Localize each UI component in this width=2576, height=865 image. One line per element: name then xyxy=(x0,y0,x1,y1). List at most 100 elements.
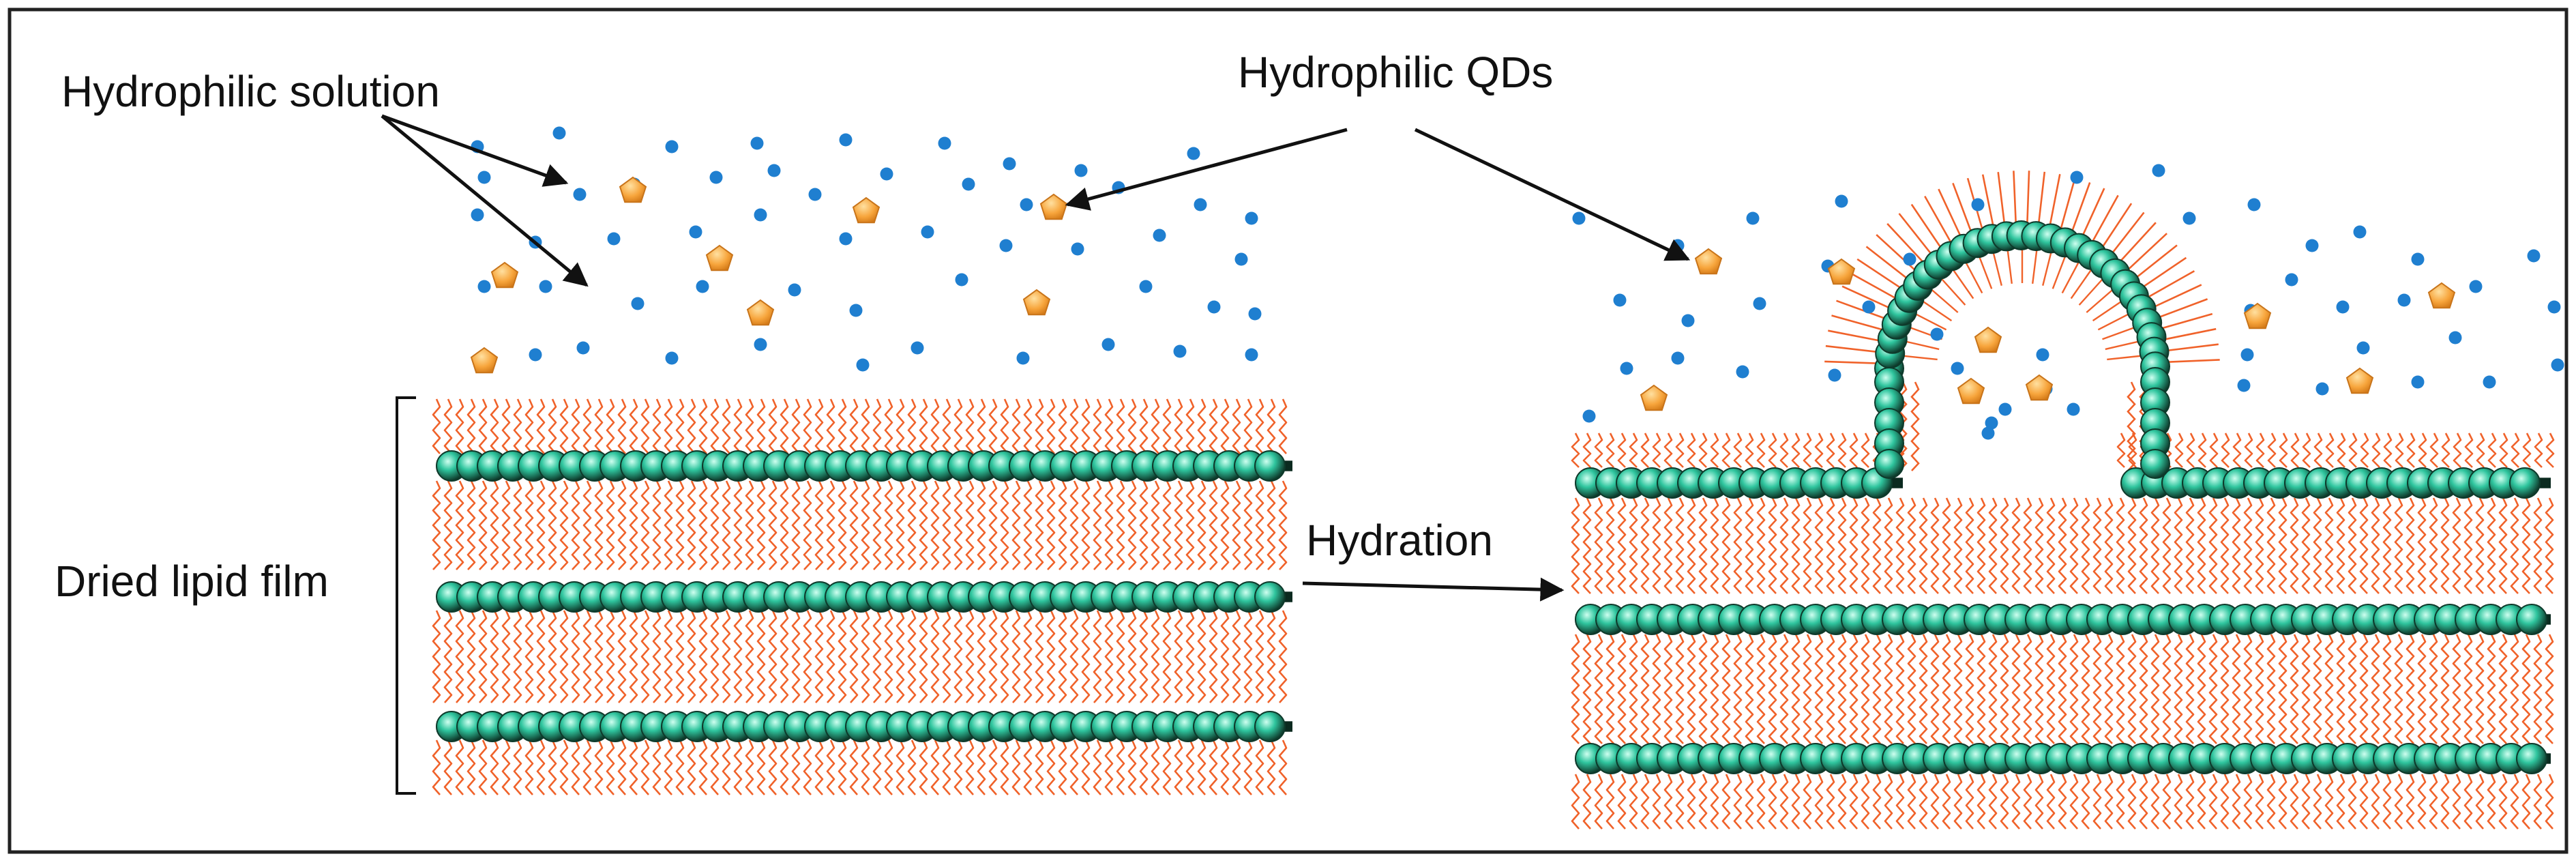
water-molecule-dot xyxy=(2411,252,2425,266)
vesicle-leg-tails xyxy=(1898,381,2148,471)
film-bracket xyxy=(396,396,416,795)
water-molecule-dot xyxy=(1736,365,1749,379)
particles-layer xyxy=(470,126,2564,440)
quantum-dot-pentagon xyxy=(1039,193,1068,220)
water-molecule-dot xyxy=(962,177,975,191)
water-molecule-dot xyxy=(1572,211,1586,225)
water-molecule-dot xyxy=(2356,341,2370,355)
water-molecule-dot xyxy=(1016,351,1030,365)
water-molecule-dot xyxy=(665,351,679,365)
water-molecule-dot xyxy=(1671,239,1685,252)
lipid-tail-row xyxy=(1571,774,2554,830)
lipid-heads-layer xyxy=(436,220,2551,774)
water-molecule-dot xyxy=(1828,368,1841,382)
lipid-tail-row xyxy=(432,739,1288,795)
lipid-tails-layer xyxy=(432,171,2555,830)
quantum-dot-pentagon xyxy=(2243,302,2272,329)
quantum-dot-pentagon xyxy=(1974,326,2002,353)
water-molecule-dot xyxy=(1153,229,1166,242)
water-molecule-dot xyxy=(1981,426,1995,440)
water-molecule-dot xyxy=(2067,402,2080,416)
water-molecule-dot xyxy=(2411,375,2425,389)
water-molecule-dot xyxy=(1194,198,1207,211)
water-molecule-dot xyxy=(1020,198,1033,211)
water-molecule-dot xyxy=(529,348,542,362)
water-molecule-dot xyxy=(2182,211,2196,225)
water-molecule-dot xyxy=(754,338,767,351)
water-molecule-dot xyxy=(1862,300,1876,314)
water-molecule-dot xyxy=(1074,164,1088,177)
quantum-dot-pentagon xyxy=(1957,377,1985,405)
water-molecule-dot xyxy=(911,341,924,355)
water-molecule-dot xyxy=(750,136,764,150)
water-molecule-dot xyxy=(1173,344,1187,358)
quantum-dot-pentagon xyxy=(746,299,775,326)
water-molecule-dot xyxy=(1245,211,1258,225)
water-molecule-dot xyxy=(471,208,484,222)
water-molecule-dot xyxy=(1101,338,1115,351)
hydration-label: Hydration xyxy=(1306,516,1493,565)
water-molecule-dot xyxy=(1207,300,1221,314)
lipid-tail-row xyxy=(2116,432,2555,468)
water-molecule-dot xyxy=(1187,147,1200,160)
quantum-dot-pentagon xyxy=(1694,248,1723,275)
water-molecule-dot xyxy=(1681,314,1695,327)
water-molecule-dot xyxy=(2469,280,2483,293)
quantum-dot-pentagon xyxy=(1827,258,1856,285)
water-molecule-dot xyxy=(1746,211,1760,225)
dried-lipid-film-label: Dried lipid film xyxy=(55,557,329,606)
quantum-dot-pentagon xyxy=(490,261,519,289)
hydrophilic-solution-label: Hydrophilic solution xyxy=(61,67,440,116)
vesicle-head-sphere xyxy=(2140,449,2170,479)
water-molecule-dot xyxy=(607,232,621,246)
water-molecule-dot xyxy=(696,280,709,293)
arrow-to-solution-lower xyxy=(381,115,589,287)
water-molecule-dot xyxy=(849,304,863,317)
water-molecule-dot xyxy=(839,133,853,147)
lipid-tail-row xyxy=(432,480,1288,570)
water-molecule-dot xyxy=(999,239,1013,252)
water-molecule-dot xyxy=(1613,293,1627,307)
water-molecule-dot xyxy=(1620,362,1633,375)
water-molecule-dot xyxy=(2152,164,2165,177)
lipid-tail-row xyxy=(432,398,1288,454)
quantum-dot-pentagon xyxy=(470,347,499,374)
vesicle-outer-tails xyxy=(1824,171,2220,364)
water-molecule-dot xyxy=(1753,297,1766,310)
water-molecule-dot xyxy=(2547,300,2561,314)
quantum-dot-pentagon xyxy=(2345,367,2374,394)
water-molecule-dot xyxy=(573,188,587,201)
lipid-head-sphere xyxy=(1254,581,1286,613)
water-molecule-dot xyxy=(477,280,491,293)
lipid-head-sphere xyxy=(2516,743,2547,774)
lipid-tail-row xyxy=(432,610,1288,703)
water-molecule-dot xyxy=(2448,331,2462,344)
water-molecule-dot xyxy=(839,232,853,246)
water-molecule-dot xyxy=(754,208,767,222)
water-molecule-dot xyxy=(2070,171,2084,184)
water-molecule-dot xyxy=(2237,379,2251,392)
water-molecule-dot xyxy=(1582,409,1596,423)
water-molecule-dot xyxy=(477,171,491,184)
water-molecule-dot xyxy=(2285,273,2298,287)
water-molecule-dot xyxy=(631,297,645,310)
water-molecule-dot xyxy=(808,188,822,201)
water-molecule-dot xyxy=(880,167,893,181)
water-molecule-dot xyxy=(2247,198,2261,211)
arrow-to-qd-left xyxy=(1065,128,1348,211)
water-molecule-dot xyxy=(2353,225,2367,239)
water-molecule-dot xyxy=(1985,416,1998,430)
water-molecule-dot xyxy=(2036,348,2049,362)
quantum-dot-pentagon xyxy=(852,196,880,224)
hydrophilic-qds-label: Hydrophilic QDs xyxy=(1238,48,1554,97)
vesicle-inner-tails xyxy=(1901,248,2143,361)
water-molecule-dot xyxy=(955,273,968,287)
water-molecule-dot xyxy=(1248,307,1262,321)
water-molecule-dot xyxy=(2551,358,2564,372)
water-molecule-dot xyxy=(856,358,870,372)
frame xyxy=(8,8,2568,854)
water-molecule-dot xyxy=(1903,252,1916,266)
water-molecule-dot xyxy=(938,136,951,150)
water-molecule-dot xyxy=(788,283,801,297)
